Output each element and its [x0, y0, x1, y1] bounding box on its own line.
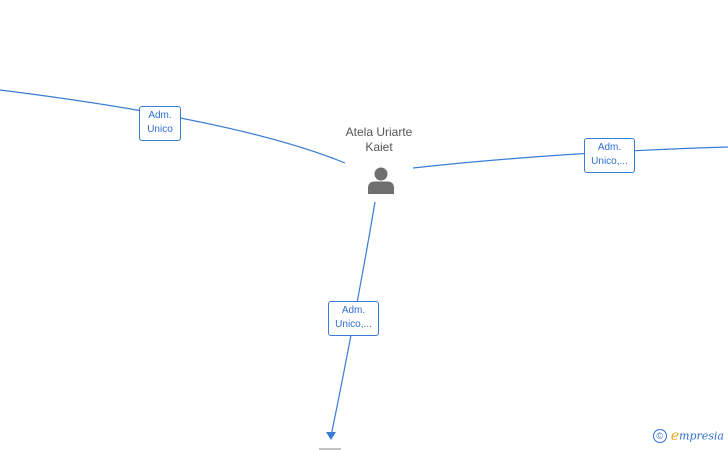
edge-label-bottom-line1: Adm. — [341, 305, 366, 316]
edge-label-right[interactable]: Adm. Unico,... — [584, 138, 635, 173]
person-name-line2: Kaiet — [365, 140, 393, 154]
arrowhead-bottom — [326, 432, 336, 440]
edge-label-bottom[interactable]: Adm. Unico,... — [328, 301, 379, 336]
copyright-icon: © — [652, 429, 667, 443]
person-icon[interactable] — [366, 166, 396, 194]
edge-label-left[interactable]: Adm. Unico — [139, 106, 181, 141]
person-name-line1: Atela Uriarte — [345, 125, 413, 139]
person-node-name[interactable]: Atela Uriarte Kaiet — [329, 125, 429, 155]
empresia-watermark: ©empresia — [652, 428, 724, 444]
edge-left — [0, 89, 346, 164]
edge-label-bottom-line2: Unico,... — [335, 319, 372, 330]
edge-label-left-line2: Unico — [147, 124, 173, 135]
brand-name: mpresia — [679, 429, 724, 443]
edge-label-left-line1: Adm. — [148, 110, 172, 121]
edge-label-right-line1: Adm. — [597, 142, 622, 153]
edge-right — [412, 146, 728, 169]
brand-initial: e — [670, 428, 680, 444]
edge-label-right-line2: Unico,... — [591, 156, 628, 167]
